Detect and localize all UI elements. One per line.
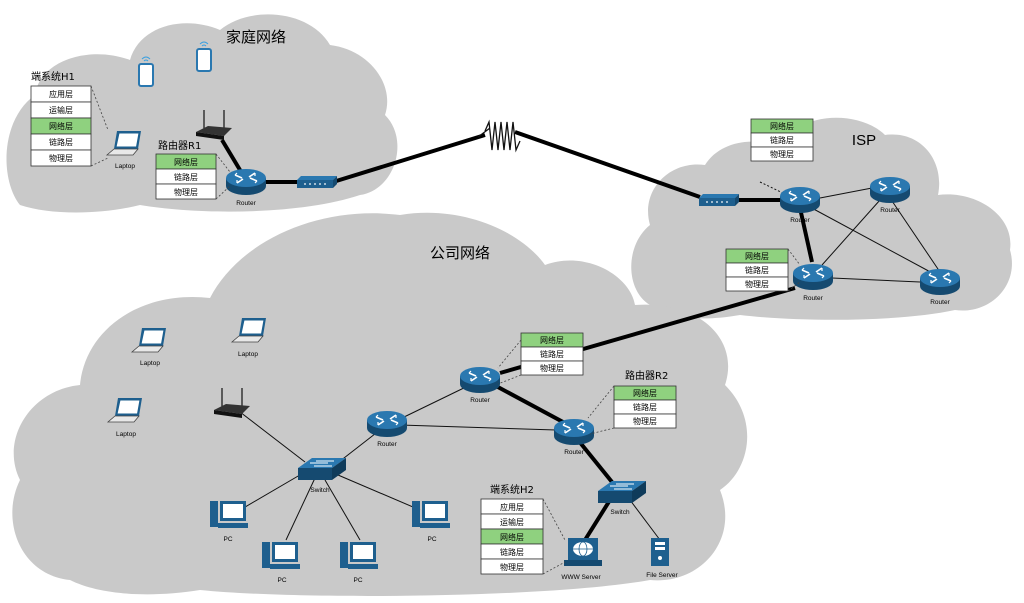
router-icon — [553, 418, 595, 446]
h2-protocol-stack: 应用层 运输层 网络层 链路层 物理层 — [480, 498, 566, 575]
laptop-label: Laptop — [140, 360, 160, 367]
home-network-label: 家庭网络 — [226, 28, 286, 46]
isp-router-stack-bottom: 网络层 链路层 物理层 — [725, 248, 801, 292]
company-network-label: 公司网络 — [430, 244, 490, 262]
router-icon — [869, 176, 911, 204]
modem-icon — [699, 194, 739, 206]
stack-layer: 应用层 — [49, 89, 73, 99]
stack-layer: 链路层 — [770, 135, 794, 145]
pc-label: PC — [223, 536, 232, 543]
stack-layer: 物理层 — [633, 416, 657, 426]
modem-icon — [297, 176, 337, 188]
stack-layer: 网络层 — [540, 335, 564, 345]
stack-layer: 网络层 — [770, 121, 794, 131]
router-label: Router — [377, 441, 397, 448]
h1-protocol-stack: 应用层 运输层 网络层 链路层 物理层 — [30, 85, 109, 167]
stack-layer: 物理层 — [174, 187, 198, 197]
router-label: Router — [564, 449, 584, 456]
stack-layer: 网络层 — [500, 532, 524, 542]
isp-label: ISP — [852, 132, 876, 149]
stack-layer: 链路层 — [174, 172, 198, 182]
pc-icon — [412, 501, 450, 528]
stack-layer: 网络层 — [49, 121, 73, 131]
wan-link-symbol — [477, 119, 521, 153]
stack-layer: 物理层 — [540, 363, 564, 373]
r1-name: 路由器R1 — [158, 139, 201, 152]
router-icon — [919, 268, 961, 296]
stack-layer: 网络层 — [174, 157, 198, 167]
router-icon — [459, 366, 501, 394]
stack-layer: 运输层 — [49, 105, 73, 115]
router-label: Router — [880, 207, 900, 214]
pc-icon — [262, 542, 300, 569]
stack-layer: 网络层 — [633, 388, 657, 398]
pc-icon — [340, 542, 378, 569]
stack-layer: 链路层 — [500, 547, 524, 557]
router-icon — [792, 263, 834, 291]
router-label: Router — [470, 397, 490, 404]
isp-router-stack-top: 网络层 链路层 物理层 — [750, 118, 814, 162]
r2-name: 路由器R2 — [625, 369, 668, 382]
stack-layer: 物理层 — [745, 279, 769, 289]
links — [220, 119, 941, 542]
r2-protocol-stack: 网络层 链路层 物理层 — [587, 385, 677, 435]
www-server-icon — [564, 538, 602, 566]
stack-layer: 链路层 — [633, 402, 657, 412]
stack-layer: 运输层 — [500, 517, 524, 527]
h1-name: 端系统H1 — [31, 70, 75, 83]
stack-layer: 物理层 — [770, 149, 794, 159]
pc-label: PC — [353, 577, 362, 584]
pc-icon — [210, 501, 248, 528]
stack-layer: 链路层 — [540, 349, 564, 359]
stack-layer: 链路层 — [745, 265, 769, 275]
r1-protocol-stack: 网络层 链路层 物理层 — [155, 153, 231, 200]
company-network-cloud — [12, 212, 748, 596]
h2-name: 端系统H2 — [490, 483, 534, 496]
stack-layer: 物理层 — [49, 153, 73, 163]
switch-label: Switch — [310, 487, 330, 494]
www-server-label: WWW Server — [561, 574, 601, 581]
pc-label: PC — [427, 536, 436, 543]
file-server-icon — [651, 538, 669, 566]
switch-label: Switch — [610, 509, 630, 516]
laptop-label: Laptop — [116, 431, 136, 438]
stack-layer: 网络层 — [745, 251, 769, 261]
router-icon — [225, 168, 267, 196]
stack-layer: 物理层 — [500, 562, 524, 572]
laptop-label: Laptop — [238, 351, 258, 358]
stack-layer: 应用层 — [500, 502, 524, 512]
router-label: Router — [803, 295, 823, 302]
router-icon — [366, 410, 408, 438]
file-server-label: File Server — [646, 572, 678, 579]
router-label: Router — [790, 217, 810, 224]
company-router-stack: 网络层 链路层 物理层 — [497, 332, 584, 385]
laptop-label: Laptop — [115, 163, 135, 170]
router-label: Router — [930, 299, 950, 306]
stack-layer: 链路层 — [49, 137, 73, 147]
router-icon — [779, 186, 821, 214]
home-network-cloud — [6, 14, 398, 213]
pc-label: PC — [277, 577, 286, 584]
router-label: Router — [236, 200, 256, 207]
